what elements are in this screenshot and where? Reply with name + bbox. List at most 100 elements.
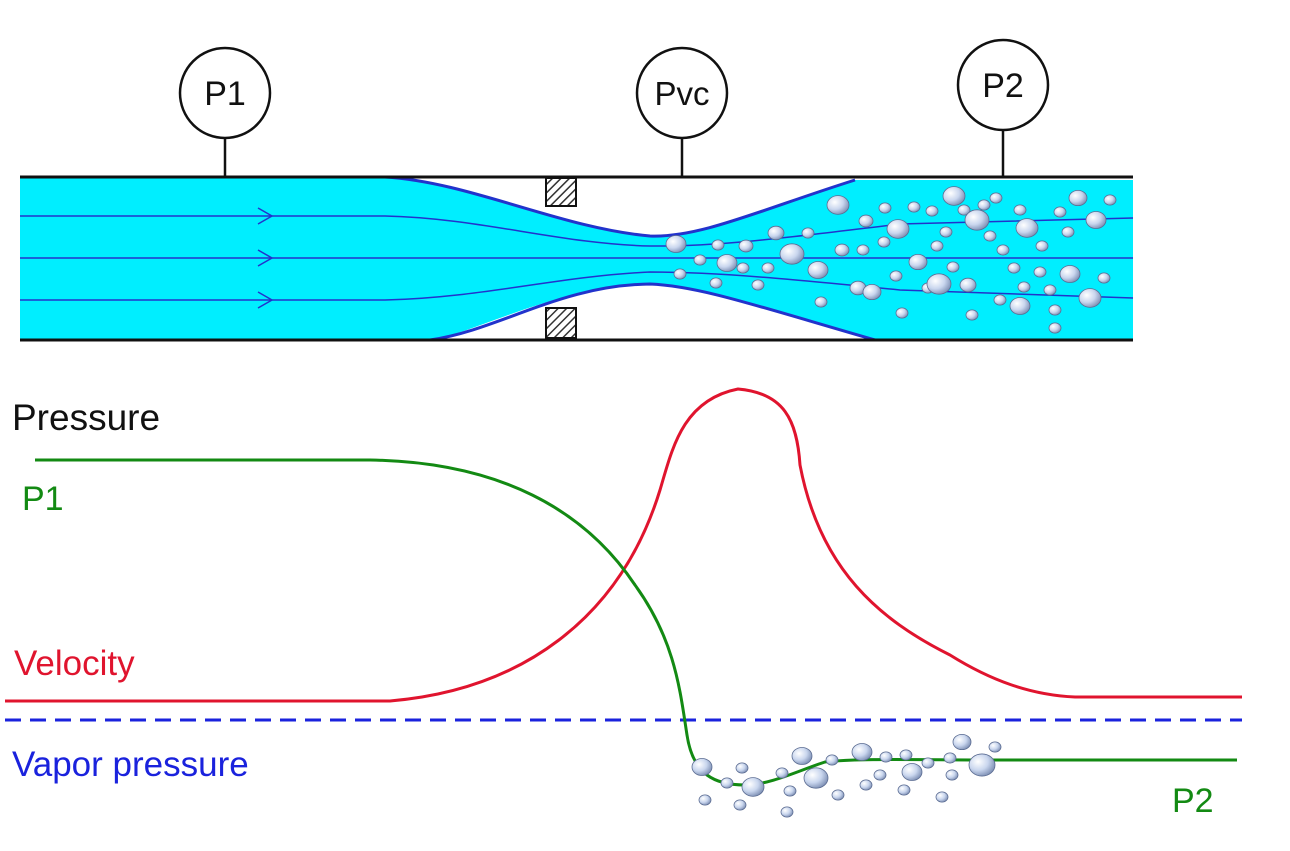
flow-arrow-icon: [257, 249, 274, 267]
flow-arrow-icon: [257, 291, 274, 309]
pressure-heading: Pressure: [12, 397, 160, 438]
vapor-bubble-icon: [1035, 240, 1049, 252]
vapor-bubble-icon: [897, 784, 911, 796]
vapor-bubble-icon: [691, 758, 713, 776]
p1-label: P1: [22, 480, 64, 518]
vapor-bubble-icon: [783, 785, 797, 797]
vapor-bubble-icon: [921, 757, 935, 769]
vapor-bubble-icon: [1015, 218, 1039, 238]
vapor-bubble-icon: [1017, 281, 1031, 293]
gauge-p1: P1: [178, 46, 272, 177]
vapor-bubble-icon: [965, 309, 979, 321]
vapor-bubble-icon: [831, 789, 845, 801]
vapor-bubble-icon: [858, 214, 874, 228]
vapor-bubble-icon: [711, 239, 725, 251]
vapor-bubble-icon: [1061, 226, 1075, 238]
orifice-plate-icon: [545, 307, 577, 339]
vapor-bubble-icon: [673, 268, 687, 280]
vapor-bubble-icon: [873, 769, 887, 781]
vapor-bubble-icon: [741, 777, 765, 797]
pressure-gauge-icon: [635, 46, 729, 140]
vapor-bubble-icon: [1078, 288, 1102, 308]
vapor-bubble-icon: [926, 273, 952, 295]
vapor-bubble-icon: [996, 244, 1010, 256]
vapor-bubble-icon: [1103, 194, 1117, 206]
gauge-pvc: Pvc: [635, 46, 729, 177]
vapor-bubble-icon: [1059, 265, 1081, 283]
gauge-p2: P2: [956, 38, 1050, 177]
vapor-bubble-icon: [1013, 204, 1027, 216]
vapor-bubble-icon: [878, 202, 892, 214]
vapor-bubble-icon: [761, 262, 775, 274]
vapor-bubble-icon: [767, 225, 785, 241]
vapor-bubble-icon: [709, 277, 723, 289]
p2-label: P2: [1172, 782, 1214, 820]
vapor-bubble-icon: [834, 243, 850, 257]
vapor-bubble-icon: [780, 806, 794, 818]
gauge-label-pvc: Pvc: [654, 75, 709, 112]
vapor-bubble-icon: [935, 791, 949, 803]
gauge-label-p1: P1: [204, 75, 246, 113]
streamline-3: [20, 271, 1134, 301]
vapor-bubble-icon: [735, 762, 749, 774]
liquid-upper-boundary: [384, 175, 856, 238]
vapor-bubble-icon: [716, 254, 738, 272]
vapor-bubble-icon: [825, 754, 839, 766]
vapor-bubble-icon: [826, 195, 850, 215]
vapor-bubble-icon: [1053, 206, 1067, 218]
velocity-label: Velocity: [14, 644, 135, 683]
pressure-gauge-icon: [178, 46, 272, 140]
vapor-bubble-icon: [1007, 262, 1021, 274]
vapor-bubble-icon: [877, 236, 891, 248]
vapor-bubble-icon: [803, 767, 829, 789]
vapor-bubble-icon: [946, 261, 960, 273]
vapor-bubble-icon: [989, 192, 1003, 204]
vapor-bubble-icon: [1043, 284, 1057, 296]
gauge-label-p2: P2: [982, 67, 1024, 105]
vapor-bubble-icon: [895, 307, 909, 319]
vapor-bubble-icon: [939, 226, 953, 238]
vapor-bubble-icon: [925, 205, 939, 217]
vapor-bubble-icon: [791, 747, 813, 765]
vapor-bubble-icon: [964, 209, 990, 231]
vapor-bubble-icon: [1097, 272, 1111, 284]
vapor-bubble-icon: [736, 262, 750, 274]
vapor-bubble-icon: [779, 243, 805, 265]
vapor-bubble-icon: [988, 741, 1002, 753]
vapor-bubble-icon: [807, 261, 829, 279]
orifice-plate-icon: [545, 177, 577, 207]
streamline-1: [20, 215, 1134, 247]
flow-arrow-icon: [257, 207, 274, 225]
vapor-bubble-icon: [693, 254, 707, 266]
vapor-pressure-label: Vapor pressure: [12, 745, 249, 784]
vapor-bubble-icon: [775, 767, 789, 779]
pipe: [20, 175, 1134, 342]
vapor-bubble-icon: [993, 294, 1007, 306]
vapor-bubble-icon: [859, 779, 873, 791]
pressure-gauge-icon: [956, 38, 1050, 132]
liquid-lower-boundary: [429, 282, 876, 342]
vapor-bubble-icon: [665, 235, 687, 253]
vapor-bubble-icon: [945, 769, 959, 781]
vapor-bubble-icon: [862, 283, 882, 301]
vapor-bubble-icon: [801, 227, 815, 239]
vapor-bubble-icon: [886, 219, 910, 239]
pipe-bubbles: [665, 186, 1117, 334]
vapor-bubble-icon: [907, 201, 921, 213]
vapor-bubble-icon: [942, 186, 966, 206]
vapor-bubble-icon: [943, 752, 957, 764]
vapor-bubble-icon: [1068, 189, 1088, 207]
vapor-bubble-icon: [856, 244, 870, 256]
vapor-bubble-icon: [720, 777, 734, 789]
pressure-curve: [35, 458, 1237, 787]
vapor-bubble-icon: [959, 277, 977, 293]
vapor-bubble-icon: [1048, 322, 1062, 334]
vapor-bubble-icon: [1009, 297, 1031, 315]
vapor-bubble-icon: [983, 230, 997, 242]
vapor-bubble-icon: [968, 753, 996, 777]
vapor-bubble-icon: [1033, 266, 1047, 278]
vapor-bubble-icon: [930, 240, 944, 252]
vapor-bubble-icon: [738, 239, 754, 253]
vapor-bubble-icon: [1048, 304, 1062, 316]
